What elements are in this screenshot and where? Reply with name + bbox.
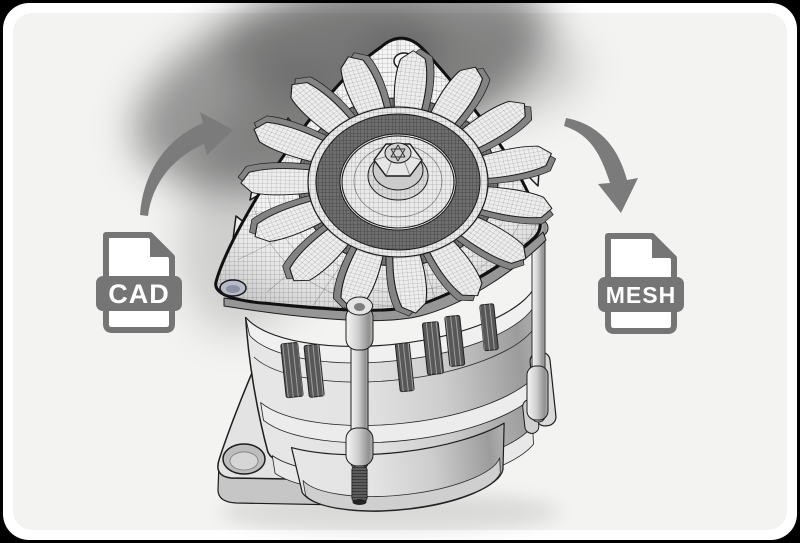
alternator-wireframe-3d-model [214, 36, 560, 512]
label-banner [96, 276, 182, 311]
threaded-stud [351, 465, 368, 505]
curved-arrow-up-right-icon [140, 112, 233, 216]
folded-corner [150, 235, 172, 257]
mesh-file-icon: MESH [598, 233, 684, 334]
folded-corner [652, 236, 674, 258]
curved-arrow-down-right-icon [564, 118, 638, 213]
pulley [307, 106, 489, 258]
hex-nut [373, 142, 423, 177]
cad-file-icon: CAD [96, 232, 182, 333]
mesh-label: MESH [606, 282, 676, 308]
cad-label: CAD [108, 279, 170, 309]
stator-slots [280, 303, 499, 399]
front-bolt [345, 296, 374, 505]
label-banner [598, 277, 684, 312]
